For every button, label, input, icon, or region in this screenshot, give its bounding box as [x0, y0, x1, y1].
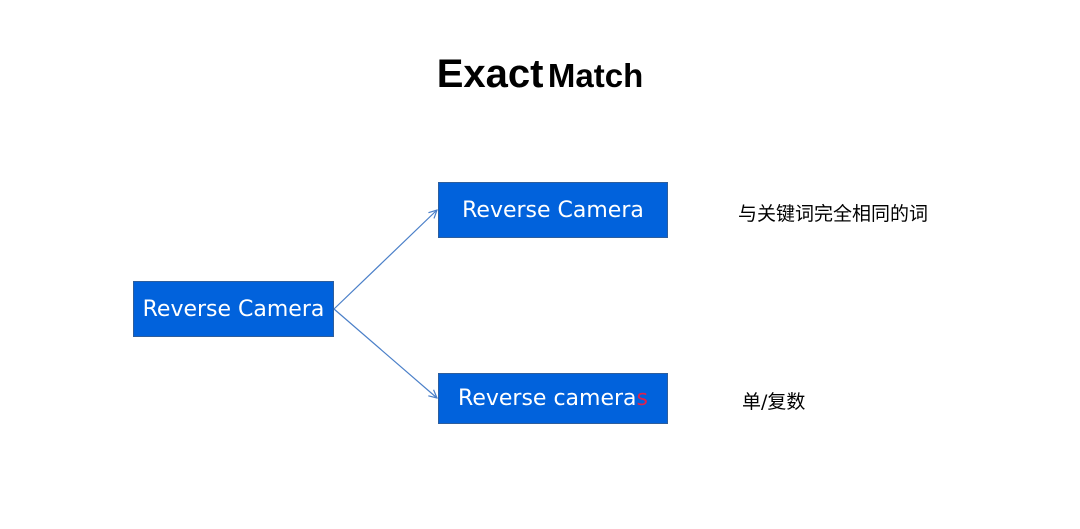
plural-variant-label: Reverse cameras: [458, 386, 648, 411]
plural-variant-note: 单/复数: [742, 391, 806, 413]
exact-variant-note: 与关键词完全相同的词: [738, 203, 929, 225]
source-keyword-label: Reverse Camera: [142, 296, 325, 322]
arrow-to-exact: [333, 210, 437, 310]
title-word-exact: Exact: [436, 52, 544, 96]
exact-variant-label: Reverse Camera: [462, 197, 644, 223]
exact-variant-box: Reverse Camera: [438, 182, 668, 238]
arrow-to-plural: [333, 308, 437, 398]
page-title: Exact Match: [0, 52, 1080, 97]
plural-variant-box: Reverse cameras: [438, 373, 668, 424]
plural-variant-base: Reverse camera: [458, 386, 637, 411]
title-word-match: Match: [547, 57, 644, 94]
source-keyword-box: Reverse Camera: [133, 281, 334, 337]
plural-variant-suffix: s: [636, 386, 648, 411]
